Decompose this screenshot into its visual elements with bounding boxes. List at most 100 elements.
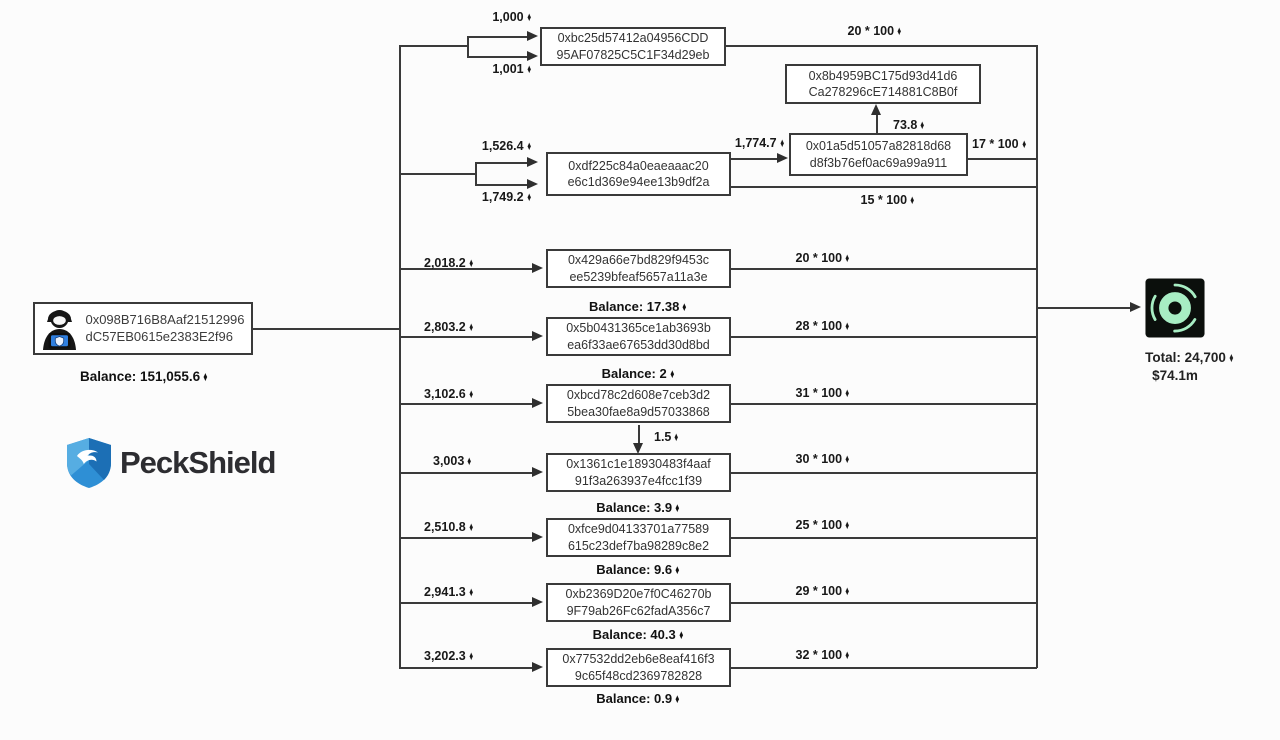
arrowhead [527,51,538,61]
arrowhead [532,532,543,542]
edge [638,425,640,444]
edge [731,403,1037,405]
flow-amount-label: 29 * 100♦ [795,584,850,598]
flow-amount-label: 1,000♦ [492,10,531,24]
address-line: 0xbc25d57412a04956CDD [557,31,709,46]
eth-icon: ♦ [897,24,902,38]
eth-icon: ♦ [468,387,473,401]
flow-amount-label: 73.8♦ [893,118,925,132]
eth-icon: ♦ [845,648,850,662]
address-line: 9F79ab26Fc62fadA356c7 [566,603,711,618]
eth-icon: ♦ [467,454,472,468]
address-line: 95AF07825C5C1F34d29eb [556,47,710,62]
arrowhead [527,179,538,189]
flow-amount-label: 2,803.2♦ [424,320,473,334]
source-edge [253,328,400,330]
address-line: dC57EB0615e2383E2f96 [85,328,233,344]
source-balance-label: Balance: 151,055.6♦ [80,369,208,384]
flow-amount-label: 30 * 100♦ [795,452,850,466]
flow-amount-label: 1,526.4♦ [481,139,531,153]
edge [399,268,533,270]
node-0xbcd78: 0xbcd78c2d608e7ceb3d2 5bea30fae8a9d57033… [546,384,731,423]
eth-icon: ♦ [845,452,850,466]
flow-amount-label: 15 * 100♦ [860,193,915,207]
eth-icon: ♦ [845,386,850,400]
edge [876,113,878,134]
arrowhead [532,398,543,408]
edge [475,184,528,186]
balance-label: Balance: 0.9♦ [596,691,680,706]
edge [399,472,533,474]
eth-icon: ♦ [845,319,850,333]
edge [968,158,1037,160]
edge [731,537,1037,539]
edge [399,537,533,539]
sink-usd-label: $74.1m [1152,368,1198,383]
eth-icon: ♦ [678,627,684,642]
flow-amount-label: 2,941.3♦ [424,585,473,599]
arrowhead [633,443,643,454]
peckshield-wordmark: PeckShield [120,445,276,480]
eth-icon: ♦ [675,562,680,577]
address-line: e6c1d369e94ee13b9df2a [567,175,710,189]
trunk-line [399,45,401,668]
address-line: 0x01a5d51057a82818d68 [805,139,952,154]
edge [399,336,533,338]
peckshield-shield-icon [67,438,111,488]
eth-icon: ♦ [526,10,531,24]
tornado-cash-icon [1145,278,1205,338]
node-0x429a66: 0x429a66e7bd829f9453c ee5239bfeaf5657a11… [546,249,731,288]
flow-amount-label: 32 * 100♦ [795,648,850,662]
address-line: 0x5b0431365ce1ab3693b [566,321,711,336]
arrowhead [532,597,543,607]
node-0x77532: 0x77532dd2eb6e8eaf416f3 9c65f48cd2369782… [546,648,731,687]
address-line: ee5239bfeaf5657a11a3e [569,269,708,284]
edge [399,45,468,47]
tornado-cash-node [1144,278,1206,343]
flow-amount-label: 2,018.2♦ [424,256,473,270]
address-line: 0xbcd78c2d608e7ceb3d2 [566,388,711,403]
flow-amount-label: 20 * 100♦ [795,251,850,265]
address-line: 0xfce9d04133701a77589 [567,522,710,537]
eth-icon: ♦ [468,585,473,599]
flow-amount-label: 1,774.7♦ [734,136,784,150]
eth-icon: ♦ [526,190,531,204]
balance-label: Balance: 3.9♦ [596,500,680,515]
eth-icon: ♦ [526,139,531,153]
edge [399,602,533,604]
edge [731,186,1037,188]
address-line: ea6f33ae67653dd30d8bd [567,337,710,352]
node-0x8b4959: 0x8b4959BC175d93d41d6 Ca278296cE714881C8… [785,64,981,104]
address-line: 0x77532dd2eb6e8eaf416f3 [562,652,715,667]
arrowhead [1130,302,1141,312]
eth-icon: ♦ [1021,137,1026,151]
sink-total-label: Total: 24,700♦ [1145,350,1234,365]
flow-amount-label: 3,003♦ [433,454,472,468]
node-0xbc25: 0xbc25d57412a04956CDD 95AF07825C5C1F34d2… [540,27,726,66]
arrowhead [527,31,538,41]
eth-icon: ♦ [669,366,675,381]
address-line: 615c23def7ba98289c8e2 [567,538,710,553]
hacker-icon [43,309,77,350]
eth-icon: ♦ [779,136,784,150]
address-line: d8f3b76ef0ac69a99a911 [809,155,948,170]
node-0xdf225: 0xdf225c84a0eaeaaac20 e6c1d369e94ee13b9d… [546,152,731,196]
edge [467,36,469,58]
flow-amount-label: 1,749.2♦ [481,190,531,204]
eth-icon: ♦ [674,430,679,444]
edge [731,602,1037,604]
node-0xfce9d: 0xfce9d04133701a77589 615c23def7ba98289c… [546,518,731,557]
eth-icon: ♦ [468,520,473,534]
arrowhead [527,157,538,167]
edge [467,36,529,38]
eth-icon: ♦ [845,584,850,598]
address-line: 0x098B716B8Aaf21512996 [85,311,245,327]
edge [1037,307,1131,309]
collector-line [1036,45,1038,668]
peckshield-logo: PeckShield [66,437,276,489]
balance-label: Balance: 40.3♦ [592,627,684,642]
arrowhead [871,104,881,115]
flow-amount-label: 31 * 100♦ [795,386,850,400]
eth-icon: ♦ [910,193,915,207]
